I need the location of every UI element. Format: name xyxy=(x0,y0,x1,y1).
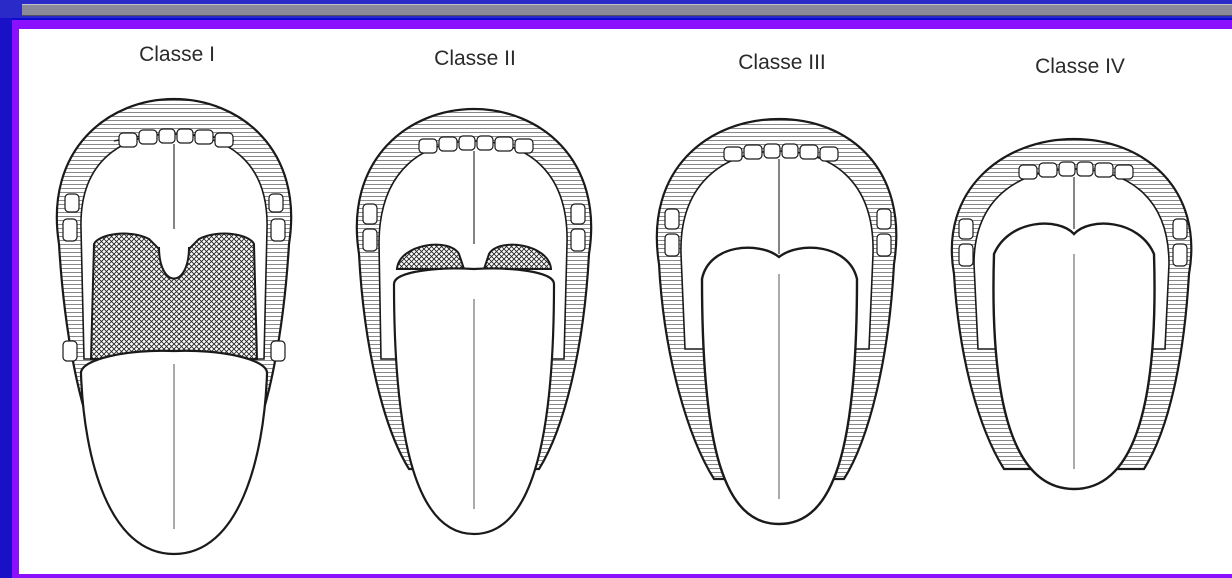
class-4-mouth xyxy=(952,139,1191,489)
class-3-mouth xyxy=(657,119,896,524)
mouth-illustrations xyxy=(19,29,1232,574)
slide-top-stripe xyxy=(22,4,1232,16)
slide-left-bar xyxy=(0,18,12,578)
class-2-mouth xyxy=(357,109,591,534)
class-1-mouth xyxy=(57,99,291,554)
mallampati-figure-panel: Classe I Classe II Classe III Classe IV xyxy=(19,29,1232,574)
slide-top-bar xyxy=(0,0,1232,18)
